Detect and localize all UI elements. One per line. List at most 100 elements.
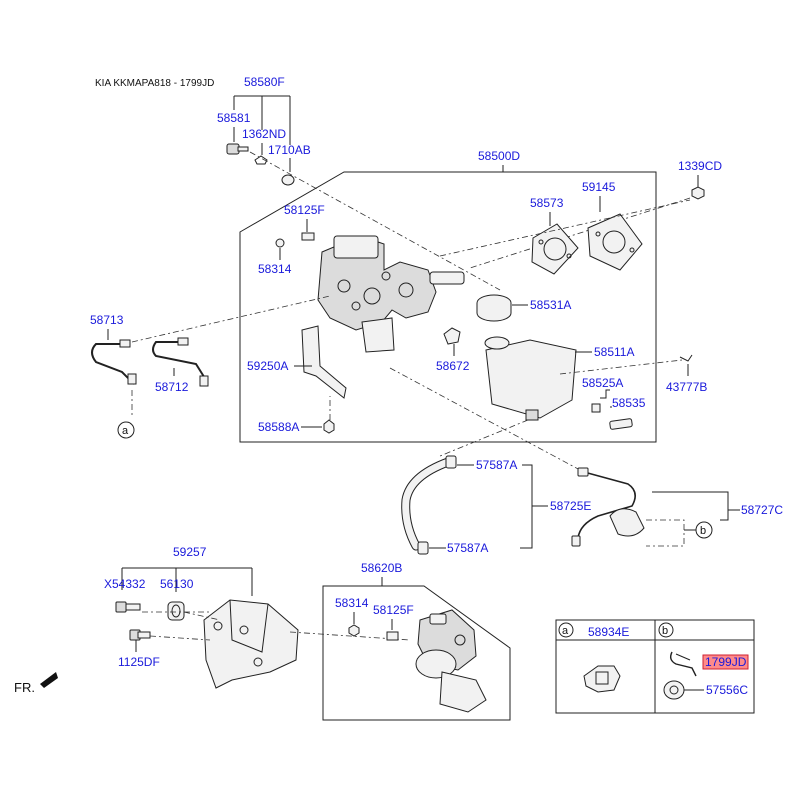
clip-43777B (679, 354, 693, 362)
grommet-58672 (443, 327, 461, 345)
label-1339CD[interactable]: 1339CD (678, 159, 722, 173)
cap-58531A (476, 294, 512, 322)
front-direction-arrow-icon (40, 672, 58, 688)
wiring-harness-58727C (571, 467, 645, 547)
leader-58580F (233, 95, 291, 145)
leader-59257 (121, 567, 253, 596)
nut-58314-bot (348, 624, 360, 637)
label-58620B[interactable]: 58620B (361, 561, 402, 575)
bracket-59250A (301, 325, 347, 399)
fitting-58125F-bot (386, 631, 399, 641)
mounting-bracket-59257 (203, 599, 299, 689)
clamp-57587A-top (445, 455, 457, 469)
pipe-58713-fitting-b (127, 373, 137, 385)
label-58525A[interactable]: 58525A (582, 376, 623, 390)
nut-1339CD (691, 186, 705, 200)
diagram-title: KIA KKMAPA818 - 1799JD (95, 78, 214, 89)
label-1799JD[interactable]: 1799JD (705, 655, 747, 669)
clip-58934E (583, 665, 621, 693)
label-57587A-bot[interactable]: 57587A (447, 541, 488, 555)
pipe-58712-fitting-a (177, 337, 189, 346)
dash-plate (439, 199, 691, 257)
bolt-58581 (226, 143, 249, 155)
label-58125F-top[interactable]: 58125F (284, 203, 325, 217)
grommet-57556C (663, 680, 685, 700)
dash-wiring (389, 367, 581, 471)
legend-b-circle (658, 622, 674, 638)
label-1125DF[interactable]: 1125DF (118, 655, 160, 669)
legend-b-label: b (662, 625, 668, 637)
label-58712[interactable]: 58712 (155, 380, 189, 394)
dash-bracket (142, 611, 221, 641)
label-57556C[interactable]: 57556C (706, 683, 748, 697)
label-58580F[interactable]: 58580F (244, 75, 285, 89)
callout-b-label: b (700, 525, 706, 537)
dash-pipes (131, 295, 331, 343)
fitting-58125F-top (301, 232, 315, 241)
dash-43777B (559, 359, 683, 375)
dash-1339CD (469, 197, 691, 269)
highlight-1799JD (702, 654, 749, 670)
vacuum-pump-58620B (415, 609, 487, 713)
label-58573[interactable]: 58573 (530, 196, 564, 210)
leader-58525A (600, 389, 610, 399)
label-59250A[interactable]: 59250A (247, 359, 288, 373)
callout-legend-table (555, 619, 755, 714)
callout-a-circle (117, 421, 135, 439)
label-58531A[interactable]: 58531A (530, 298, 571, 312)
plate-59145 (587, 213, 643, 271)
label-58725E[interactable]: 58725E (550, 499, 591, 513)
clip-1799JD (669, 651, 697, 677)
label-58727C[interactable]: 58727C (741, 503, 783, 517)
pipe-58712-fitting-b (199, 375, 209, 387)
dash-58727C (646, 519, 685, 547)
callout-a-label: a (122, 425, 129, 437)
legend-a-label: a (562, 625, 569, 637)
label-58713[interactable]: 58713 (90, 313, 124, 327)
bracket-58725E (520, 464, 548, 549)
label-1710AB[interactable]: 1710AB (268, 143, 311, 157)
nut-58314-top (275, 238, 285, 248)
label-X54332[interactable]: X54332 (104, 577, 146, 591)
label-58511A[interactable]: 58511A (594, 345, 634, 359)
label-58535[interactable]: 58535 (612, 396, 646, 410)
legend-a-circle (558, 622, 574, 638)
bolt-1125DF (129, 629, 151, 641)
label-58500D[interactable]: 58500D (478, 149, 520, 163)
label-57587A-top[interactable]: 57587A (476, 458, 517, 472)
label-58125F-bot[interactable]: 58125F (373, 603, 414, 617)
label-43777B[interactable]: 43777B (666, 380, 707, 394)
label-58588A[interactable]: 58588A (258, 420, 299, 434)
bolt-58588A (323, 419, 335, 434)
label-58314-bot[interactable]: 58314 (335, 596, 369, 610)
pin-58525A (591, 403, 601, 413)
pipe-58713-fitting-a (119, 339, 131, 348)
main-assembly-box (239, 171, 657, 443)
brake-booster-body (317, 235, 465, 353)
label-1362ND[interactable]: 1362ND (242, 127, 286, 141)
gasket-58573 (531, 223, 579, 275)
washer-1710AB (281, 174, 295, 186)
label-58934E[interactable]: 58934E (588, 625, 629, 639)
label-58581[interactable]: 58581 (217, 111, 251, 125)
clamp-57587A-bot (417, 541, 429, 555)
label-58672[interactable]: 58672 (436, 359, 470, 373)
label-59257[interactable]: 59257 (173, 545, 207, 559)
label-58314-top[interactable]: 58314 (258, 262, 292, 276)
pipe-58712 (152, 341, 207, 381)
reservoir-58511A (484, 336, 577, 421)
front-direction-label: FR. (14, 680, 35, 695)
bushing-56130 (167, 601, 185, 621)
vacuum-hose (401, 457, 453, 551)
dash-bolt-line (249, 151, 501, 291)
sensor-58535 (609, 418, 633, 430)
clip-1362ND (254, 155, 268, 165)
leader-58727C (652, 491, 740, 521)
bolt-X54332 (115, 601, 141, 613)
pipe-58713 (91, 343, 135, 385)
dash-hose (439, 419, 529, 457)
pump-box (322, 585, 511, 721)
label-56130[interactable]: 56130 (160, 577, 194, 591)
label-59145[interactable]: 59145 (582, 180, 616, 194)
